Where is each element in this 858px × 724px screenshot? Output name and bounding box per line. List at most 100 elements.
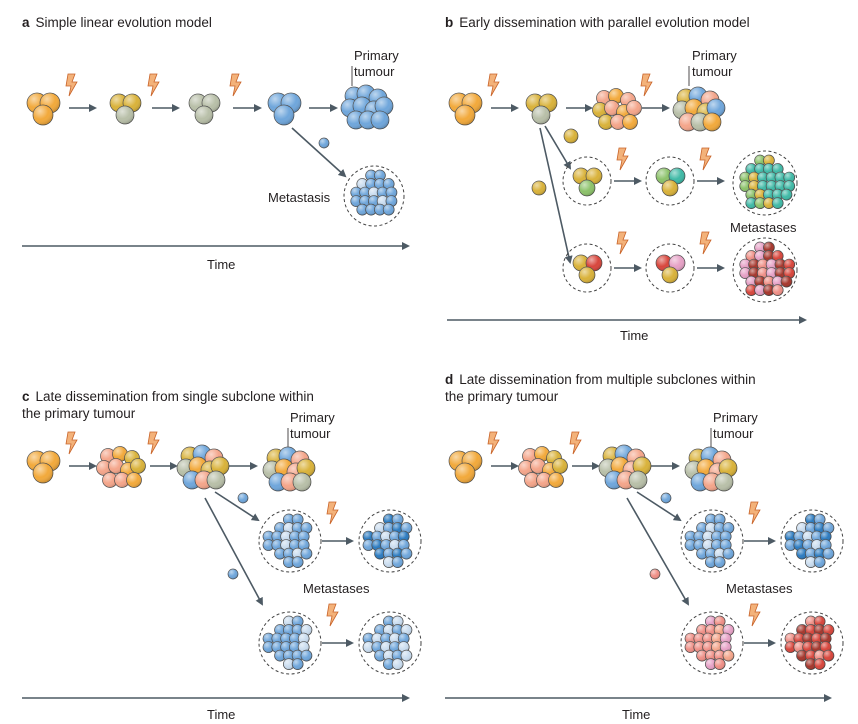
cell-highlight [739,180,751,192]
lightning-icon [748,501,761,525]
cell-highlight [116,106,134,124]
cell-highlight [705,650,717,662]
cell-highlight [772,197,784,209]
cell-highlight [711,633,723,645]
cell-highlight [532,106,550,124]
cell-highlight [748,259,760,271]
panel-c-letter: c [22,389,30,404]
cell-highlight [763,276,775,288]
cell-highlight [772,276,784,288]
cell-highlight [383,548,395,560]
cell-highlight [669,168,685,184]
arrow [291,127,347,178]
cell-highlight [263,641,274,653]
cell-highlight [766,172,778,184]
panel-b-metastases-label: Metastases [730,220,797,235]
cell-highlight [385,187,397,199]
cell-highlight [805,514,817,525]
cell-highlight [518,460,534,476]
cell-highlight [398,633,410,645]
cell-highlight [195,106,213,124]
cell-highlight [292,616,304,627]
cell-highlight [685,633,696,645]
cell-highlight [745,197,757,209]
dashed-boundary [258,509,322,573]
cell-highlight [822,548,834,560]
cell-highlight [793,633,805,645]
cell-highlight [455,463,475,483]
cell-highlight [292,548,304,560]
cell-highlight [586,255,602,271]
cell-highlight [714,616,726,627]
cell-highlight [263,539,274,551]
cell-highlight [592,102,608,118]
panel-a-title-text: Simple linear evolution model [35,15,212,30]
cell-highlight [745,276,757,288]
cell-highlight [814,650,826,662]
cell-highlight [300,548,312,560]
cell-highlight [298,531,310,543]
cell-highlight [685,539,696,551]
lightning-icon [569,431,582,455]
cell-highlight [793,531,805,543]
cell-highlight [754,276,766,288]
cell-highlight [579,267,595,283]
cell-highlight [714,658,726,670]
cell-highlight [238,493,248,503]
cell-highlight [363,539,374,551]
cell-highlight [392,616,404,627]
arrow [636,491,682,522]
cell-highlight [820,633,832,645]
cell-highlight [530,458,546,474]
cell-highlight [524,472,540,488]
cell-highlight [383,556,395,568]
cell-highlight [705,556,717,568]
panel-d-primary-label: Primary tumour [713,410,758,441]
cell-highlight [604,100,620,116]
lightning-icon [616,231,629,255]
cell-highlight [748,172,760,184]
dashed-boundary [358,509,422,573]
cell-highlight [383,658,395,670]
cell-highlight [696,650,708,662]
dashed-boundary [780,611,844,675]
cell-highlight [693,531,705,543]
cell-highlight [392,556,404,568]
cell-highlight [805,616,817,627]
cell-highlight [365,170,377,181]
lightning-icon [699,147,712,171]
cell-highlight [757,259,769,271]
cell-highlight [283,616,295,627]
cell-highlight [548,472,564,488]
cell-highlight [720,633,732,645]
cell-highlight [714,556,726,568]
cell-highlight [292,650,304,662]
cell-highlight [814,548,826,560]
cell-highlight [661,493,671,503]
lightning-icon [487,73,500,97]
cell-highlight [610,114,626,130]
cell-highlight [783,259,795,271]
cell-highlight [739,172,751,184]
cell-highlight [371,633,383,645]
cell-highlight [359,187,371,199]
cell-highlight [811,531,823,543]
dashed-boundary [732,150,798,216]
cell-highlight [705,548,717,560]
cell-highlight [564,129,578,143]
cell-highlight [763,197,775,209]
cell-highlight [374,548,386,560]
cell-highlight [389,531,401,543]
cell-highlight [552,458,568,474]
dashed-boundary [343,165,405,227]
cell-highlight [368,187,380,199]
cell-highlight [598,114,614,130]
cell-highlight [389,633,401,645]
cell-highlight [685,641,696,653]
dashed-boundary [645,243,695,293]
cell-highlight [781,276,792,288]
cell-highlight [350,195,362,207]
cell-highlight [754,197,766,209]
